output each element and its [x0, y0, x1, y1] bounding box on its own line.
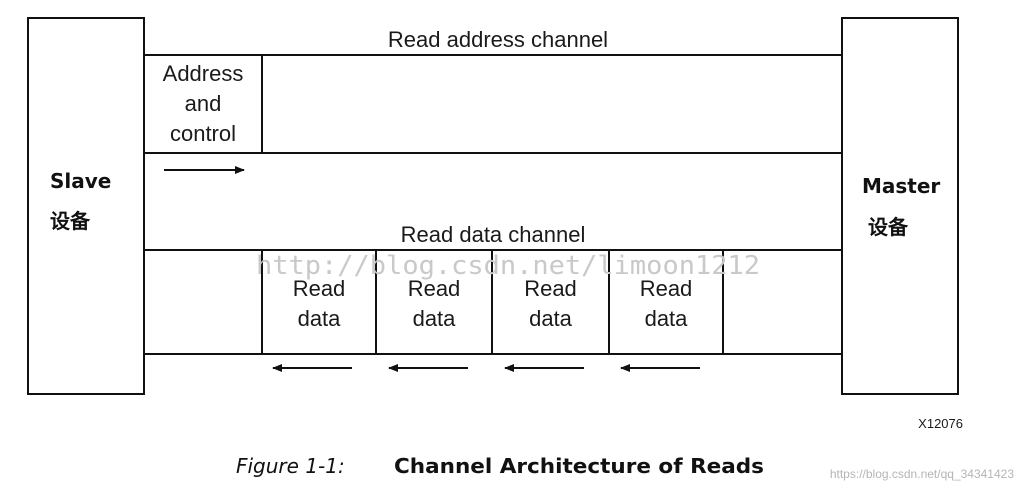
read-data-packet-line-2: data — [529, 306, 573, 331]
read-data-packets: Read data Read data Read data Read data — [261, 250, 724, 354]
read-data-packet-line-2: data — [298, 306, 342, 331]
figure-id: X12076 — [918, 416, 963, 431]
read-data-packet-line-1: Read — [640, 276, 693, 301]
read-data-channel-title: Read data channel — [401, 222, 586, 247]
master-label-cn: 设备 — [868, 215, 909, 239]
read-data-channel: Read data channel Read data Read data Read da… — [144, 222, 842, 372]
address-packet-line-2: and — [185, 91, 222, 116]
read-address-channel: Read address channel Address and control — [144, 27, 842, 174]
slave-label-cn: 设备 — [50, 209, 91, 233]
watermark-center: http://blog.csdn.net/limoon1212 — [256, 251, 760, 281]
slave-box: Slave 设备 — [27, 17, 145, 395]
caption-number: Figure 1-1: — [236, 454, 345, 478]
master-box: Master 设备 — [841, 17, 959, 395]
address-packet-line-3: control — [170, 121, 236, 146]
master-label: Master — [862, 174, 940, 198]
read-data-packet-line-1: Read — [524, 276, 577, 301]
caption-title: Channel Architecture of Reads — [394, 454, 764, 478]
read-data-packet: Read data — [408, 276, 461, 331]
read-data-packet: Read data — [524, 276, 577, 331]
read-data-packet: Read data — [640, 276, 693, 331]
slave-label: Slave — [50, 169, 111, 193]
read-data-packet: Read data — [293, 276, 346, 331]
read-data-packet-line-1: Read — [408, 276, 461, 301]
read-data-packet-line-1: Read — [293, 276, 346, 301]
read-data-packet-line-2: data — [645, 306, 689, 331]
read-data-packet-line-2: data — [413, 306, 457, 331]
read-address-channel-title: Read address channel — [388, 27, 608, 52]
address-packet-line-1: Address — [163, 61, 244, 86]
address-control-packet: Address and control — [163, 61, 244, 146]
watermark-corner: https://blog.csdn.net/qq_34341423 — [830, 467, 1014, 481]
